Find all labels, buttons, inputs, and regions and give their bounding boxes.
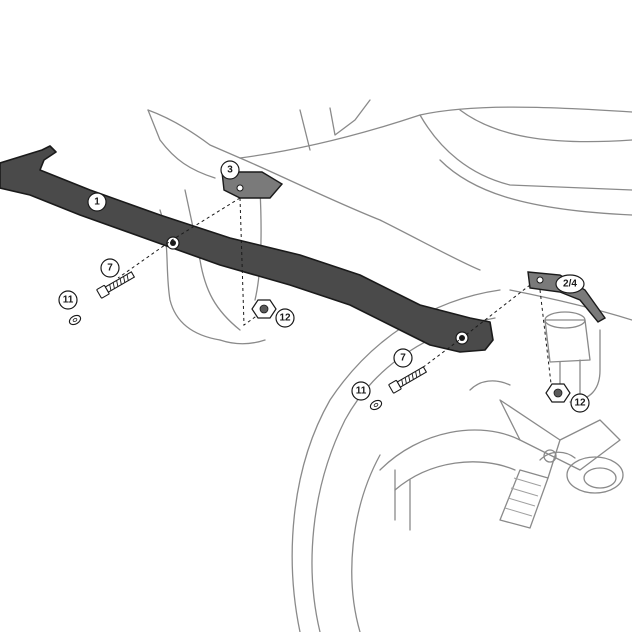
- callout-12-right-label: 12: [574, 398, 586, 409]
- callout-12-left-label: 12: [279, 313, 291, 324]
- callout-1: 1: [87, 192, 107, 212]
- callout-11-right-label: 11: [356, 386, 367, 397]
- bracket-hole-left-inner: [170, 240, 176, 246]
- plate-3-hole: [236, 184, 244, 192]
- nut-12-left: [251, 299, 277, 319]
- callout-11-left: 11: [58, 290, 78, 310]
- callout-2-4-label: 2/4: [563, 279, 577, 290]
- washer-11-left: [68, 314, 82, 326]
- plate-part-3: [221, 171, 284, 199]
- callout-7-right: 7: [393, 348, 413, 368]
- callout-3-label: 3: [227, 165, 233, 176]
- callout-12-left: 12: [275, 308, 295, 328]
- callout-7-left: 7: [100, 258, 120, 278]
- callout-3: 3: [220, 160, 240, 180]
- plate-2-4-hole: [536, 276, 544, 284]
- bolt-7-right: [388, 366, 428, 394]
- motorcycle-outline: [147, 99, 632, 632]
- nut-12-right: [545, 383, 571, 403]
- callout-11-right: 11: [351, 381, 371, 401]
- callout-7-left-label: 7: [107, 263, 113, 274]
- callout-7-right-label: 7: [400, 353, 406, 364]
- washer-11-right: [369, 399, 383, 411]
- callout-2-4: 2/4: [555, 274, 585, 294]
- callout-12-right: 12: [570, 393, 590, 413]
- callout-1-label: 1: [94, 197, 100, 208]
- assembly-guide-lines: [117, 197, 553, 393]
- callout-11-left-label: 11: [63, 295, 74, 306]
- bolt-7-left: [96, 271, 136, 299]
